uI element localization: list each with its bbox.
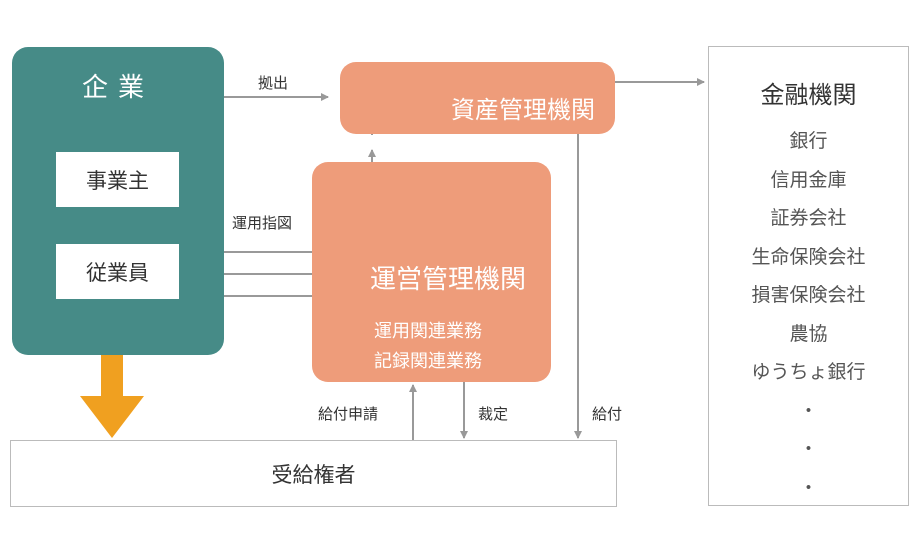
list-item: ・ bbox=[798, 438, 818, 460]
list-item: ・ bbox=[798, 399, 818, 422]
operation-task-investment: 運用関連業務 bbox=[374, 321, 482, 342]
asset-manager-box: 資産管理機関 bbox=[340, 62, 615, 134]
label-payment: 給付 bbox=[592, 405, 623, 423]
asset-manager-title: 資産管理機関 bbox=[451, 96, 595, 124]
list-item: ・ bbox=[798, 476, 818, 499]
label-determination: 裁定 bbox=[478, 405, 509, 423]
employee-box: 従業員 bbox=[56, 244, 179, 299]
operation-task-record: 記録関連業務 bbox=[374, 351, 482, 372]
label-benefit-claim: 給付申請 bbox=[318, 405, 379, 423]
operation-manager-box: 運営管理機関 運用関連業務 記録関連業務 bbox=[312, 162, 551, 382]
financial-institutions-title: 金融機関 bbox=[760, 81, 857, 109]
list-item: 銀行 bbox=[789, 130, 828, 152]
label-investment-instruction: 運用指図 bbox=[232, 214, 293, 232]
employer-box: 事業主 bbox=[56, 152, 179, 207]
company-box: 企業 bbox=[12, 47, 224, 355]
label-contribution: 拠出 bbox=[258, 74, 289, 92]
list-item: 証券会社 bbox=[770, 207, 847, 229]
list-item: ゆうちょ銀行 bbox=[751, 361, 866, 383]
list-item: 信用金庫 bbox=[770, 168, 847, 191]
company-title: 企業 bbox=[81, 73, 154, 103]
list-item: 生命保険会社 bbox=[751, 245, 866, 268]
list-item: 農協 bbox=[789, 322, 828, 345]
financial-institutions-list: 銀行 信用金庫 証券会社 生命保険会社 損害保険会社 農協 ゆうちょ銀行 ・ ・… bbox=[709, 122, 908, 507]
employee-to-beneficiary-arrow bbox=[80, 300, 144, 438]
financial-institutions-box: 金融機関 銀行 信用金庫 証券会社 生命保険会社 損害保険会社 農協 ゆうちょ銀… bbox=[708, 46, 909, 506]
operation-manager-title: 運営管理機関 bbox=[370, 265, 527, 295]
list-item: 損害保険会社 bbox=[751, 284, 866, 306]
beneficiary-box: 受給権者 bbox=[10, 440, 617, 507]
